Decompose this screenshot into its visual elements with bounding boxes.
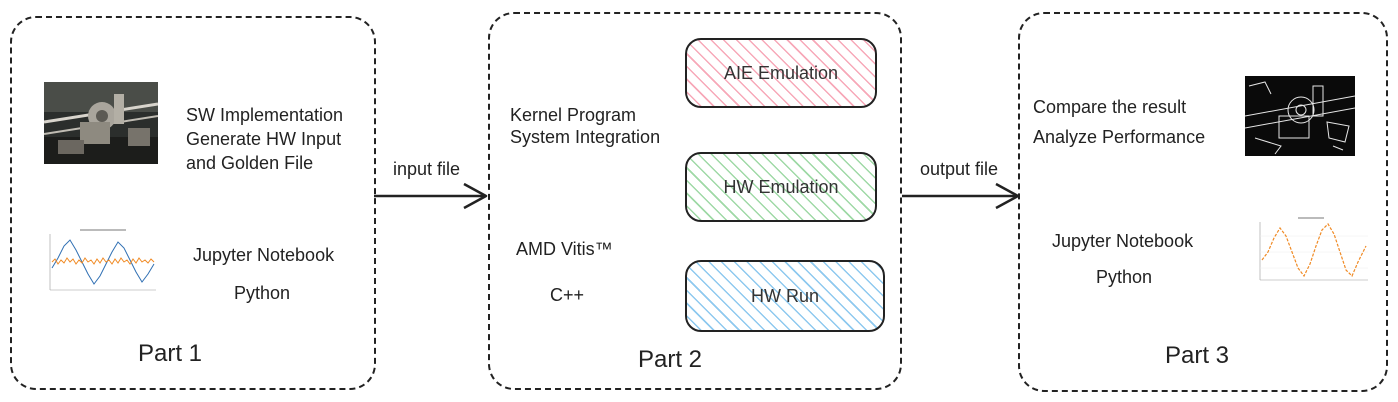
- part2-panel: [488, 12, 902, 390]
- hw-emulation-label: HW Emulation: [723, 176, 839, 197]
- part2-tool-line-2: C++: [550, 285, 585, 305]
- hw-run-label: HW Run: [750, 285, 819, 306]
- part1-description-line-1: SW Implementation: [186, 105, 344, 125]
- part2-description-line-1: Kernel Program: [510, 105, 637, 125]
- part3-tool-line-2: Python: [1096, 267, 1153, 287]
- part3-description-line-2: Analyze Performance: [1033, 127, 1206, 147]
- input-file-label: input file: [393, 159, 461, 179]
- part3-panel: [1018, 12, 1388, 392]
- input-file-arrow: [374, 182, 488, 210]
- edge-detected-photo-image: [1245, 76, 1355, 156]
- part2-tool-line-1: AMD Vitis™: [516, 239, 613, 259]
- hw-run-box: HW Run: [685, 260, 885, 332]
- aie-emulation-box: AIE Emulation: [685, 38, 877, 108]
- output-file-label: output file: [920, 159, 999, 179]
- part3-label: Part 3: [1165, 342, 1230, 369]
- part2-description-line-2: System Integration: [510, 127, 661, 147]
- part3-description-line-1: Compare the result: [1033, 97, 1187, 117]
- aie-emulation-label: AIE Emulation: [723, 62, 839, 83]
- result-plot-image: [1248, 216, 1372, 288]
- signal-plot-image: [40, 228, 160, 298]
- part3-tool-line-1: Jupyter Notebook: [1052, 231, 1194, 251]
- part2-label: Part 2: [638, 346, 703, 373]
- part1-label: Part 1: [138, 340, 203, 367]
- machine-photo-image: [44, 82, 158, 164]
- hw-emulation-box: HW Emulation: [685, 152, 877, 222]
- part1-tool-line-1: Jupyter Notebook: [193, 245, 335, 265]
- output-file-arrow: [902, 182, 1020, 210]
- part1-description-line-2: Generate HW Input: [186, 129, 342, 149]
- part1-description-line-3: and Golden File: [186, 153, 314, 173]
- part1-tool-line-2: Python: [234, 283, 291, 303]
- part1-panel: [10, 16, 376, 390]
